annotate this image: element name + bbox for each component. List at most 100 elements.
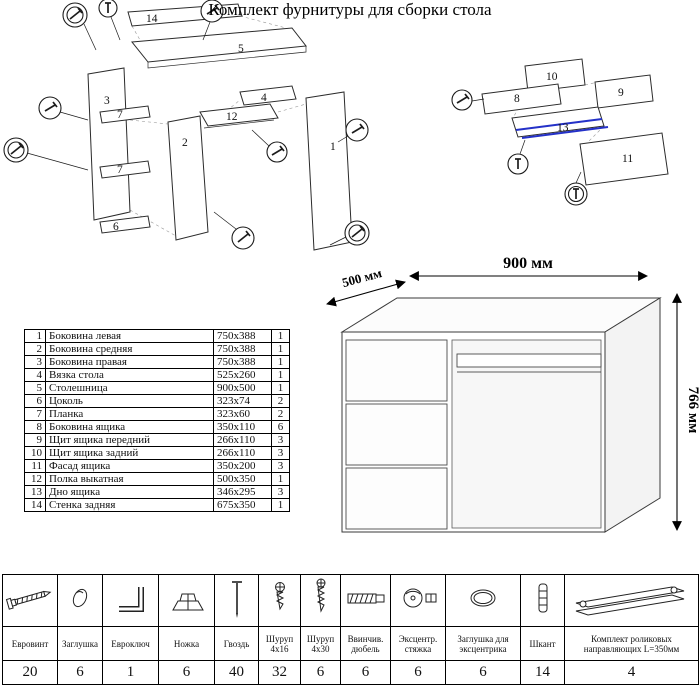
roller-guides-icon [575, 586, 684, 616]
detail-callout-screw-icon [62, 2, 88, 28]
part-label: 6 [113, 221, 119, 233]
dim-height-label: 766 мм [685, 387, 700, 434]
hardware-item-qty: 6 [445, 660, 521, 685]
panel-side-left [87, 67, 131, 221]
hardware-item-qty: 14 [520, 660, 565, 685]
hardware-item-name: Ножка [158, 626, 215, 661]
dim-arrow-depth [326, 279, 406, 307]
panel-side-right [305, 91, 353, 251]
nail-icon [231, 581, 242, 618]
hex-key-icon [118, 587, 144, 612]
hardware-item-qty: 40 [214, 660, 259, 685]
hardware-item-qty: 1 [102, 660, 159, 685]
hardware-item-name: Ввинчив. дюбель [340, 626, 391, 661]
detail-callout-screw-icon [200, 0, 224, 23]
part-label: 13 [557, 122, 569, 134]
panel-side-middle [167, 115, 209, 241]
detail-callout-screw-icon [231, 226, 255, 250]
wood-dowel-icon [538, 583, 547, 613]
part-label: 4 [261, 92, 267, 104]
drawer-side [481, 83, 562, 115]
strip-planka-1 [99, 105, 151, 124]
desk-right-side [604, 297, 661, 533]
detail-callout-screw-icon [98, 0, 118, 18]
detail-callout-screw-icon [564, 182, 588, 206]
foot-icon [171, 593, 204, 611]
hardware-item-name: Заглушка для эксцентрика [445, 626, 521, 661]
hardware-item-qty: 6 [390, 660, 446, 685]
hardware-item-qty: 20 [2, 660, 58, 685]
part-label: 2 [182, 137, 188, 149]
roller-guide-rail [521, 126, 609, 139]
detail-callout-screw-icon [38, 96, 62, 120]
hardware-item-qty: 6 [300, 660, 341, 685]
hardware-item-name: Заглушка [57, 626, 103, 661]
cam-cap-icon [470, 589, 496, 607]
part-label: 7 [117, 109, 123, 121]
strip-planka-2 [99, 160, 151, 179]
panel-vyazka [239, 85, 297, 106]
drawer-back-shield [524, 58, 586, 93]
screw-long-icon [316, 578, 325, 613]
hardware-item-qty: 4 [564, 660, 699, 685]
eurovint-icon [5, 590, 52, 610]
hardware-item-name: Шуруп 4х30 [300, 626, 341, 661]
hardware-item-name: Шкант [520, 626, 565, 661]
dim-depth-label: 500 мм [340, 265, 383, 290]
part-label: 5 [238, 43, 244, 55]
strip-tsokol [99, 215, 151, 234]
part-label: 1 [330, 141, 336, 153]
hardware-table: Евровинт Заглушка Евроключ Ножка Гвоздь … [2, 574, 699, 685]
roller-guide-rail [515, 118, 603, 131]
part-label: 3 [104, 95, 110, 107]
hardware-item-qty: 6 [158, 660, 215, 685]
detail-callout-screw-icon [507, 153, 529, 175]
hardware-kit-title: Комплект фурнитуры для сборки стола [208, 0, 492, 19]
keyboard-tray [456, 353, 602, 368]
hardware-qty-row: 20 6 1 6 40 32 6 6 6 6 14 4 [2, 660, 699, 685]
hardware-names-row: Евровинт Заглушка Евроключ Ножка Гвоздь … [2, 626, 699, 661]
drawer-facade [579, 132, 669, 186]
threaded-dowel-icon [347, 593, 384, 604]
part-label: 8 [514, 93, 520, 105]
part-label: 14 [146, 13, 158, 25]
part-label: 12 [226, 111, 238, 123]
hardware-item-qty: 6 [340, 660, 391, 685]
part-label: 9 [618, 87, 624, 99]
drawer-front-shield [594, 74, 654, 109]
hardware-icons-row [2, 574, 699, 627]
panel-desktop [131, 27, 307, 63]
hardware-item-name: Евровинт [2, 626, 58, 661]
part-label: 7 [117, 164, 123, 176]
detail-callout-screw-icon [451, 89, 473, 111]
screw-short-icon [274, 582, 285, 611]
hardware-item-name: Комплект роликовых направляющих L=350мм [564, 626, 699, 661]
drawer-bottom [511, 106, 605, 138]
exploded-view-drawer: 10 8 9 13 11 [451, 58, 669, 206]
desk-opening [451, 339, 602, 529]
detail-callout-screw-icon [345, 118, 369, 142]
hardware-item-name: Эксцентр. стяжка [390, 626, 446, 661]
assembled-desk-view: 900 мм 500 мм 766 мм [326, 255, 700, 533]
detail-callout-screw-icon [3, 137, 29, 163]
drawer-front-1 [345, 339, 448, 402]
hardware-item-name: Шуруп 4х16 [258, 626, 301, 661]
dim-width-label: 900 мм [503, 255, 553, 272]
cap-icon [72, 588, 88, 608]
drawer-front-3 [345, 467, 448, 530]
keyboard-shelf [199, 103, 279, 127]
